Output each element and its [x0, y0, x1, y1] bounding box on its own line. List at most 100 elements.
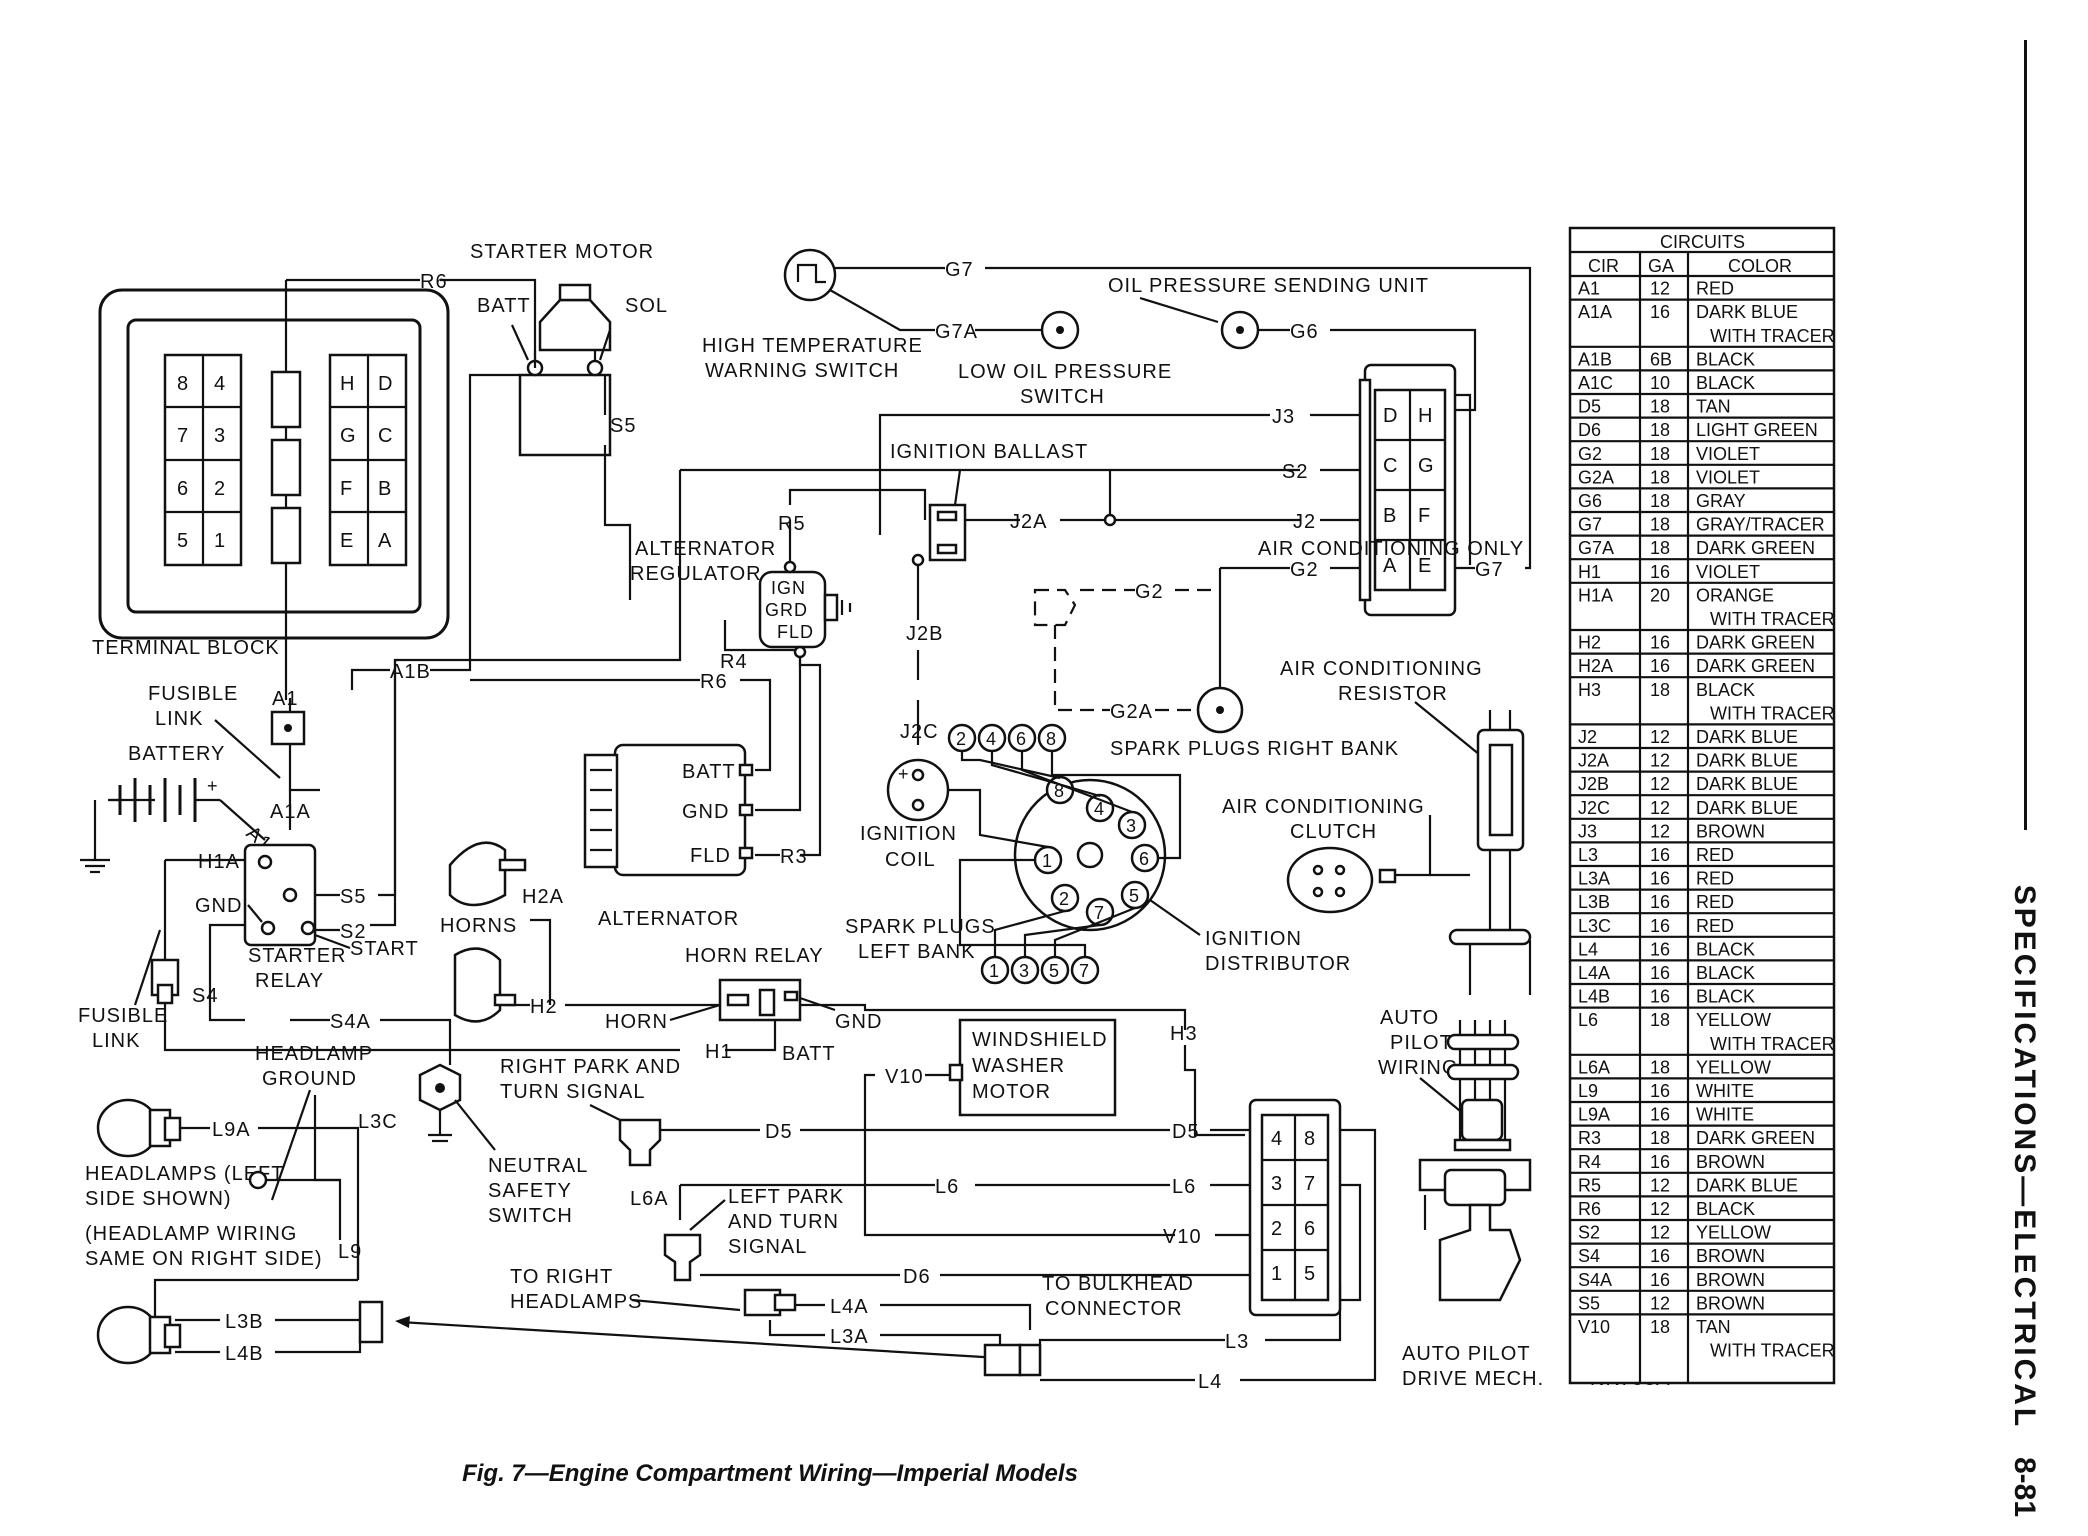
- table-cell-circuit: G2A: [1578, 467, 1614, 487]
- table-cell-circuit: S5: [1578, 1293, 1600, 1313]
- table-cell-color: BROWN: [1696, 1270, 1765, 1290]
- table-cell-color: RED: [1696, 279, 1734, 299]
- svg-text:GND: GND: [195, 895, 242, 917]
- table-cell-circuit: H1A: [1578, 585, 1613, 605]
- table-cell-color: DARK GREEN: [1696, 656, 1815, 676]
- svg-text:H2A: H2A: [522, 886, 564, 908]
- svg-text:S4: S4: [192, 985, 218, 1007]
- table-cell-gauge: 16: [1650, 892, 1670, 912]
- svg-text:ALTERNATOR: ALTERNATOR: [598, 908, 739, 930]
- terminal-block-label: TERMINAL BLOCK: [92, 637, 280, 659]
- svg-text:J2: J2: [1293, 511, 1316, 533]
- table-cell-gauge: 16: [1650, 562, 1670, 582]
- svg-text:DRIVE MECH.: DRIVE MECH.: [1402, 1368, 1544, 1390]
- table-cell-color: YELLOW: [1696, 1223, 1771, 1243]
- table-cell-gauge: 18: [1650, 1057, 1670, 1077]
- temperature-and-oil-switches: HIGH TEMPERATURE WARNING SWITCH LOW OIL …: [702, 248, 1429, 408]
- table-cell-gauge: 20: [1650, 585, 1670, 605]
- svg-text:TO BULKHEAD: TO BULKHEAD: [1042, 1273, 1194, 1295]
- table-cell-circuit: A1: [1578, 279, 1600, 299]
- svg-text:5: 5: [1304, 1263, 1316, 1285]
- table-cell-color: VIOLET: [1696, 562, 1760, 582]
- table-cell-circuit: V10: [1578, 1317, 1610, 1337]
- svg-text:FUSIBLE: FUSIBLE: [78, 1005, 168, 1027]
- fusible-link-upper: FUSIBLE LINK: [148, 683, 306, 779]
- svg-text:R5: R5: [778, 513, 806, 535]
- alternator: BATT GND FLD ALTERNATOR: [583, 743, 754, 930]
- spark-plugs-right-bank: 2 4 6 8 SPARK PLUGS RIGHT BANK: [947, 723, 1398, 760]
- svg-text:SAFETY: SAFETY: [488, 1180, 572, 1202]
- svg-text:L9A: L9A: [212, 1119, 251, 1141]
- svg-text:S5: S5: [610, 415, 636, 437]
- table-cell-gauge: 16: [1650, 1105, 1670, 1125]
- svg-text:J2B: J2B: [906, 623, 943, 645]
- svg-text:SWITCH: SWITCH: [488, 1205, 573, 1227]
- svg-text:4: 4: [214, 373, 226, 395]
- svg-text:G2: G2: [1135, 581, 1164, 603]
- terminal-block-left-labels: 8 4 7 3 6 2 5 1: [177, 373, 226, 552]
- svg-text:J2C: J2C: [900, 721, 939, 743]
- table-cell-gauge: 16: [1650, 1270, 1670, 1290]
- svg-text:J3: J3: [1272, 406, 1295, 428]
- svg-text:OIL PRESSURE SENDING UNIT: OIL PRESSURE SENDING UNIT: [1108, 275, 1429, 297]
- svg-text:TURN SIGNAL: TURN SIGNAL: [500, 1081, 645, 1103]
- svg-text:GND: GND: [682, 801, 729, 823]
- svg-text:F: F: [340, 478, 353, 500]
- table-cell-color: DARK BLUE: [1696, 727, 1798, 747]
- table-cell-gauge: 18: [1650, 420, 1670, 440]
- table-cell-circuit: D5: [1578, 397, 1601, 417]
- svg-text:5: 5: [177, 530, 189, 552]
- table-cell-circuit: G7A: [1578, 538, 1614, 558]
- table-cell-gauge: 18: [1650, 1317, 1670, 1337]
- table-cell-color: WHITE: [1696, 1105, 1754, 1125]
- svg-text:HEADLAMPS: HEADLAMPS: [510, 1291, 642, 1313]
- table-cell-circuit: H3: [1578, 680, 1601, 700]
- svg-text:HEADLAMP: HEADLAMP: [255, 1043, 373, 1065]
- svg-text:L4: L4: [1198, 1371, 1222, 1393]
- svg-text:DISTRIBUTOR: DISTRIBUTOR: [1205, 953, 1351, 975]
- svg-text:STARTER: STARTER: [248, 945, 347, 967]
- table-cell-circuit: H1: [1578, 562, 1601, 582]
- sidebar-rule: [2024, 40, 2027, 830]
- svg-text:LINK: LINK: [155, 708, 203, 730]
- sidebar: SPECIFICATIONS—ELECTRICAL 8-81: [2004, 40, 2048, 1517]
- svg-text:G7A: G7A: [935, 321, 978, 343]
- horns: HORNS: [440, 841, 527, 1023]
- table-cell-color: BLACK: [1696, 939, 1755, 959]
- table-cell-gauge: 18: [1650, 1010, 1670, 1030]
- table-cell-circuit: S4A: [1578, 1270, 1612, 1290]
- svg-text:7: 7: [1094, 903, 1105, 923]
- svg-text:RESISTOR: RESISTOR: [1338, 683, 1448, 705]
- table-cell-circuit: D6: [1578, 420, 1601, 440]
- svg-text:1: 1: [214, 530, 226, 552]
- table-cell-gauge: 16: [1650, 656, 1670, 676]
- svg-text:AUTO PILOT: AUTO PILOT: [1402, 1343, 1531, 1365]
- svg-text:L3A: L3A: [830, 1326, 869, 1348]
- table-cell-color: BLACK: [1696, 963, 1755, 983]
- table-cell-circuit: J2A: [1578, 751, 1609, 771]
- svg-text:+: +: [207, 776, 219, 796]
- svg-text:D6: D6: [903, 1266, 931, 1288]
- svg-text:NEUTRAL: NEUTRAL: [488, 1155, 588, 1177]
- svg-text:6: 6: [1304, 1218, 1316, 1240]
- table-cell-circuit: J2B: [1578, 774, 1609, 794]
- table-cell-circuit: L9: [1578, 1081, 1598, 1101]
- svg-text:1: 1: [989, 961, 1000, 981]
- table-cell-gauge: 12: [1650, 1223, 1670, 1243]
- svg-text:G7: G7: [945, 259, 974, 281]
- svg-text:4: 4: [986, 729, 997, 749]
- table-cell-color: RED: [1696, 869, 1734, 889]
- table-cell-color: GRAY/TRACER: [1696, 515, 1825, 535]
- svg-text:HORN: HORN: [605, 1011, 668, 1033]
- table-cell-color: DARK BLUE: [1696, 302, 1798, 322]
- svg-text:+: +: [898, 764, 910, 784]
- table-cell-color: BLACK: [1696, 680, 1755, 700]
- svg-text:5: 5: [1129, 886, 1140, 906]
- table-cell-gauge: 10: [1650, 373, 1670, 393]
- table-cell-gauge: 16: [1650, 939, 1670, 959]
- svg-text:SOL: SOL: [625, 295, 668, 317]
- table-header-cir: CIR: [1588, 256, 1619, 276]
- svg-text:2: 2: [1059, 889, 1070, 909]
- table-cell-color: BROWN: [1696, 821, 1765, 841]
